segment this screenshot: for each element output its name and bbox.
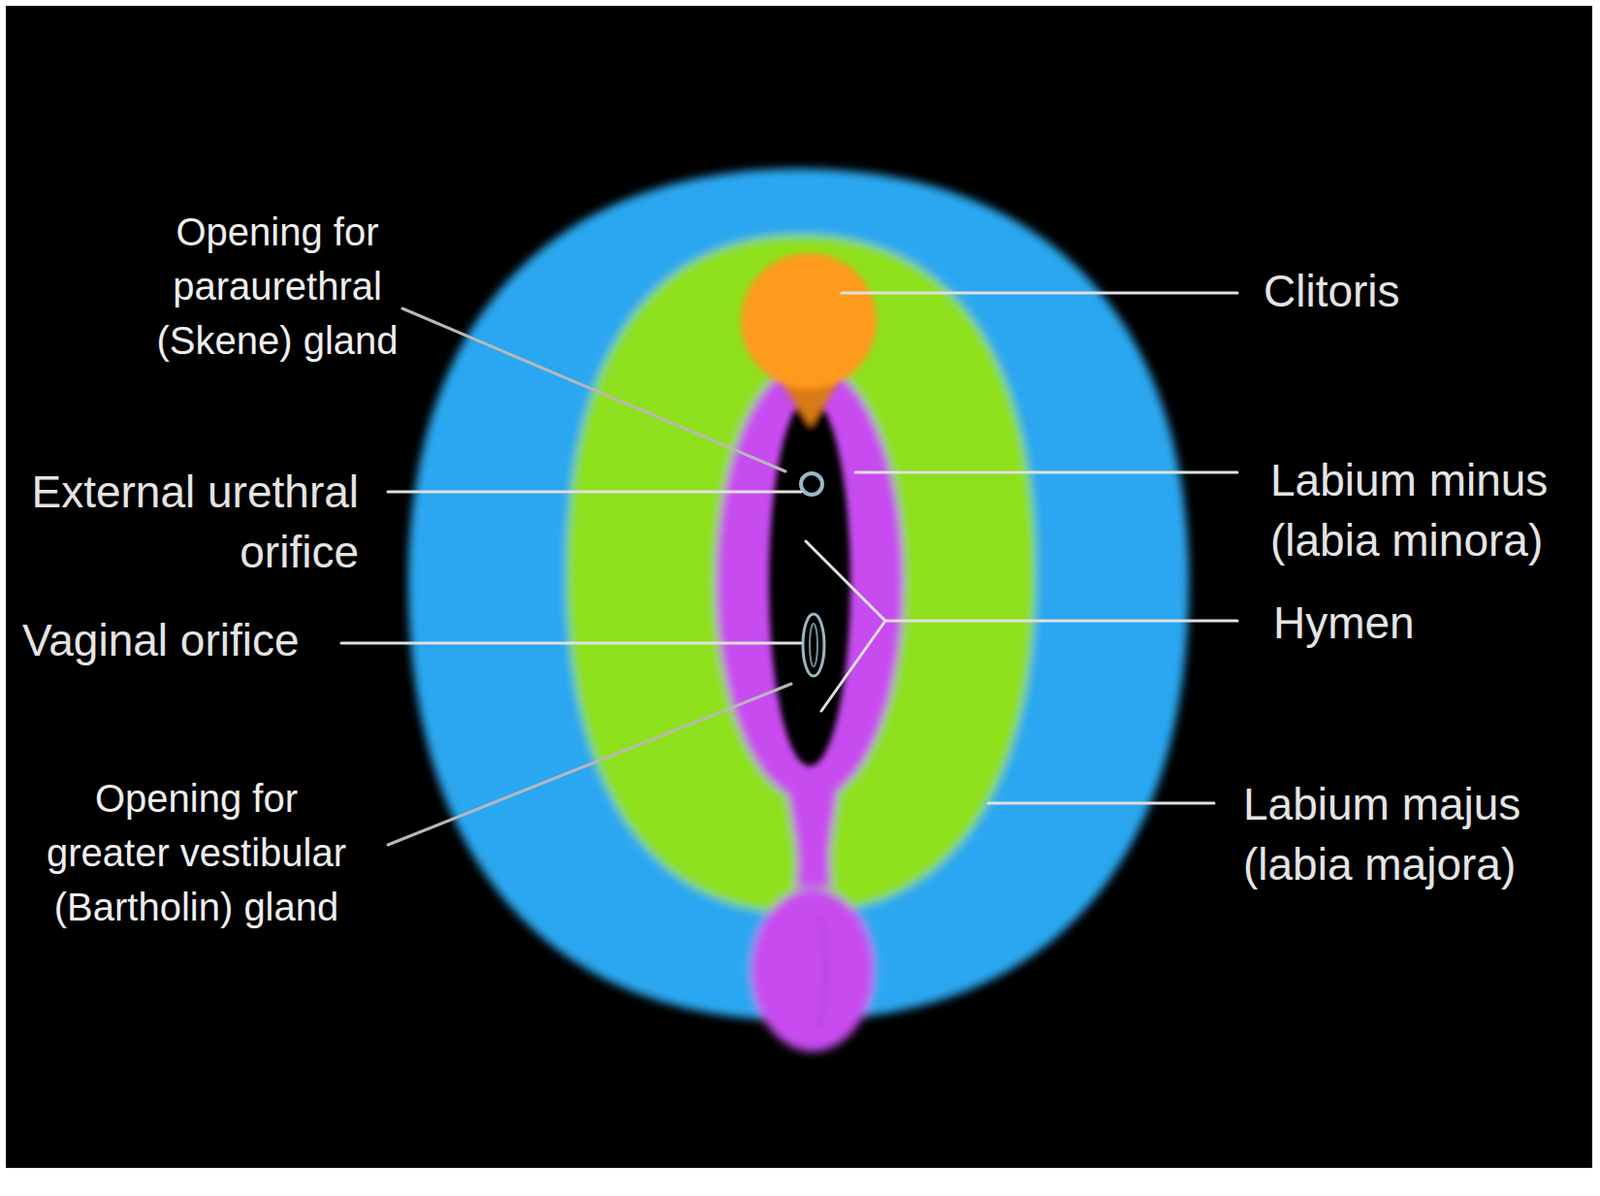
labium-minus-shape [715,362,904,801]
urethral-orifice-ring [800,473,823,495]
perineal-fold [817,916,827,1028]
part-label: Vaginal orifice [22,609,343,671]
clitoris-shape [740,253,877,389]
leader-line [402,308,786,472]
orifices [800,473,825,676]
vaginal-orifice-inner [809,623,818,667]
part-label: Labium minus (labia minora) [1270,449,1571,571]
part-label: Hymen [1273,592,1565,653]
part-label: Clitoris [1263,260,1555,321]
leader-line [821,620,886,711]
perineal-bulb [751,888,874,1052]
leader-line [841,291,1238,295]
perineal-neck [787,790,838,888]
part-label: Opening for greater vestibular (Bartholi… [38,770,354,934]
leader-line [341,641,801,645]
vestibule [768,397,851,767]
part-label: Opening for paraurethral (Skene) gland [141,204,414,368]
leader-line [988,801,1215,805]
black-ground [5,5,1593,1168]
leader-line [387,683,792,845]
leader-line [387,490,801,494]
vestibule-group [740,253,877,1028]
anatomy-shapes [408,168,1189,1052]
leader-line [805,541,1238,621]
part-label: External urethral orifice [9,461,359,582]
vaginal-orifice-ring [802,613,825,676]
labium-majus-inner-shape [566,234,1036,914]
leader-line [855,471,1238,475]
part-label: Labium majus (labia majora) [1243,773,1564,895]
leader-lines [341,292,1238,845]
